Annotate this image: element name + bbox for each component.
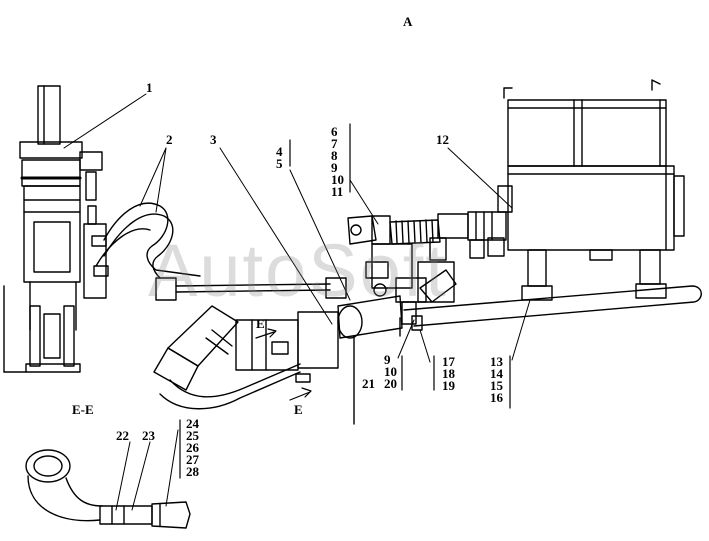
callout-21: 21 [362,376,375,391]
callout-group-24-28: 24 25 26 27 28 [186,416,199,479]
callout-group-4-5: 4 5 [276,144,283,171]
callout-9: 9 [331,160,338,175]
callout-19: 19 [442,378,455,393]
callout-3: 3 [210,132,217,147]
callout-17: 17 [442,354,455,369]
section-mark-e-lower: E [294,402,303,417]
frame-rail [353,285,702,425]
pump-manifold [347,185,513,331]
callout-13: 13 [490,354,503,369]
callout-18: 18 [442,366,455,381]
callout-22: 22 [116,428,129,443]
callout-6: 6 [331,124,338,139]
callout-26: 26 [186,440,199,455]
callout-16: 16 [490,390,503,405]
valve-body [153,295,403,410]
callout-group-13-16: 13 14 15 16 [490,354,503,405]
callout-10: 10 [331,172,344,187]
tank [503,79,685,301]
callout-1: 1 [146,80,153,95]
callout-group-9-10: 9 10 [384,352,397,379]
callout-group-6-11: 6 7 8 9 10 11 [331,124,344,199]
callout-9b: 9 [384,352,391,367]
cylinder-assembly [3,85,107,373]
callout-2: 2 [166,132,173,147]
callout-27: 27 [186,452,199,467]
callout-23: 23 [142,428,155,443]
callout-8: 8 [331,148,338,163]
callout-25: 25 [186,428,199,443]
callout-14: 14 [490,366,503,381]
callout-7: 7 [331,136,338,151]
callout-group-17-19: 17 18 19 [442,354,455,393]
callout-12: 12 [436,132,449,147]
callout-20: 20 [384,376,397,391]
leader-lines [63,93,531,511]
hydraulic-hoses [91,202,347,301]
section-e-e [25,449,191,529]
callout-11: 11 [331,184,344,199]
callout-5: 5 [276,156,283,171]
section-title: E-E [72,402,94,417]
callout-24: 24 [186,416,199,431]
callout-15: 15 [490,378,503,393]
callout-4: 4 [276,144,283,159]
callout-10b: 10 [384,364,397,379]
view-label: A [403,14,413,29]
section-mark-e-upper: E [256,316,265,331]
callout-28: 28 [186,464,199,479]
